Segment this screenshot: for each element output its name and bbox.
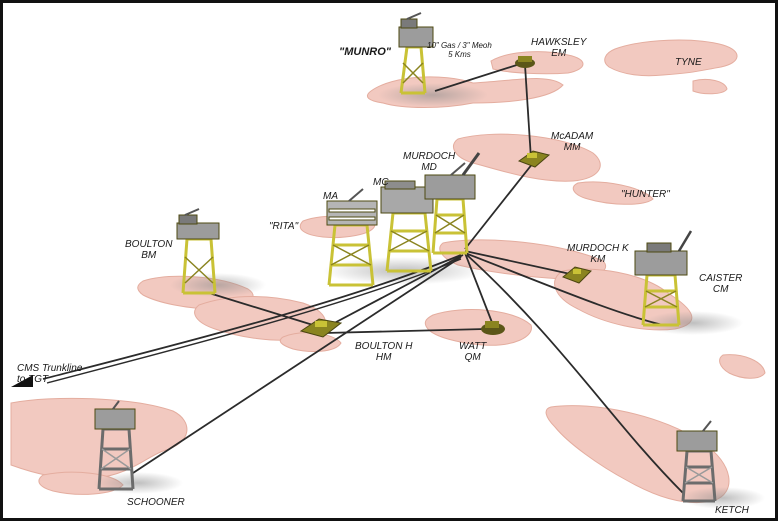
label-mcadam: McADAM MM [551, 131, 593, 153]
platform-mc [380, 180, 434, 273]
label-murdoch-k-line1: MURDOCH K [567, 243, 629, 254]
label-caister-line1: CAISTER [699, 273, 743, 284]
label-boulton-bm: BOULTON BM [125, 239, 172, 261]
platform-munro [398, 12, 434, 95]
platform-md [424, 152, 481, 255]
platform-boulton-bm [176, 208, 220, 295]
pipeline-hub-watt [464, 252, 494, 326]
field-ketch [545, 405, 730, 504]
label-murdoch-line2: MD [421, 162, 437, 173]
field-tyne [604, 39, 738, 77]
subsea-templates [299, 56, 592, 338]
label-caister-line2: CM [712, 284, 729, 295]
pipeline-mcadam-hub [464, 162, 534, 250]
pipelines [42, 62, 684, 494]
template-murdoch-k [562, 266, 592, 284]
label-cms-trunkline: CMS Trunkline to TGT [17, 363, 82, 385]
field-tyne-2 [692, 78, 728, 95]
label-hawksley-line1: HAWKSLEY [531, 37, 587, 48]
pipeline-cms-trunkline-2 [46, 258, 462, 384]
pipeline-boulton-h-watt [324, 328, 486, 334]
field-hunter [572, 181, 654, 205]
label-schooner: SCHOONER [127, 497, 185, 508]
pipeline-hawksley-mcadam [524, 64, 532, 160]
label-pipeline-note: 10" Gas / 3" Meoh 5 Kms [427, 41, 492, 59]
template-hawksley [515, 56, 535, 68]
label-pipeline-note-line1: 10" Gas / 3" Meoh [427, 41, 492, 50]
label-hawksley: HAWKSLEY EM [531, 37, 586, 59]
pipeline-boulton-bm [208, 292, 314, 326]
field-ketch-2 [719, 354, 766, 379]
pipeline-munro-hawksley [434, 62, 524, 92]
platform-caister [634, 230, 693, 327]
template-boulton-h [299, 318, 343, 338]
platforms [94, 12, 718, 503]
platform-ketch [676, 420, 718, 503]
label-murdoch: MURDOCH MD [403, 151, 455, 173]
label-boulton-bm-line1: BOULTON [125, 239, 173, 250]
pipeline-hub-schooner [132, 256, 462, 474]
label-munro: "MUNRO" [339, 46, 391, 58]
label-murdoch-k-line2: KM [590, 254, 606, 265]
label-cms-trunkline-line1: CMS Trunkline [17, 363, 83, 374]
pipeline-hub-ketch [466, 254, 684, 494]
platform-schooner [94, 400, 136, 491]
label-ketch: KETCH [715, 505, 749, 516]
label-boulton-h-line1: BOULTON H [355, 341, 413, 352]
label-hunter: "HUNTER" [621, 189, 670, 200]
field-hawksley [490, 51, 584, 75]
template-watt [481, 321, 505, 335]
label-rita: "RITA" [269, 221, 299, 232]
template-mcadam [517, 150, 551, 168]
label-murdoch-line1: MURDOCH [403, 151, 456, 162]
field-watt [424, 309, 532, 346]
label-mcadam-line1: McADAM [551, 131, 594, 142]
label-ma: MA [323, 191, 338, 202]
label-boulton-bm-line2: BM [141, 250, 157, 261]
label-hawksley-line2: EM [551, 48, 567, 59]
label-boulton-h: BOULTON H HM [355, 341, 412, 363]
label-boulton-h-line2: HM [375, 352, 392, 363]
platform-ma [326, 188, 378, 287]
label-murdoch-k: MURDOCH K KM [567, 243, 629, 265]
label-tyne: TYNE [675, 57, 702, 68]
label-cms-trunkline-line2: to TGT [17, 374, 49, 385]
label-watt-line1: WATT [459, 341, 487, 352]
label-caister: CAISTER CM [699, 273, 742, 295]
label-pipeline-note-line2: 5 Kms [448, 50, 471, 59]
pipeline-cms-trunkline [42, 254, 462, 380]
label-watt: WATT QM [459, 341, 486, 363]
label-mcadam-line2: MM [563, 142, 581, 153]
field-map [10, 12, 766, 509]
label-watt-line2: QM [464, 352, 481, 363]
label-mc: MC [373, 177, 389, 188]
pipeline-hub-murdoch-k [464, 250, 576, 276]
trunkline-arrowhead [11, 375, 33, 387]
